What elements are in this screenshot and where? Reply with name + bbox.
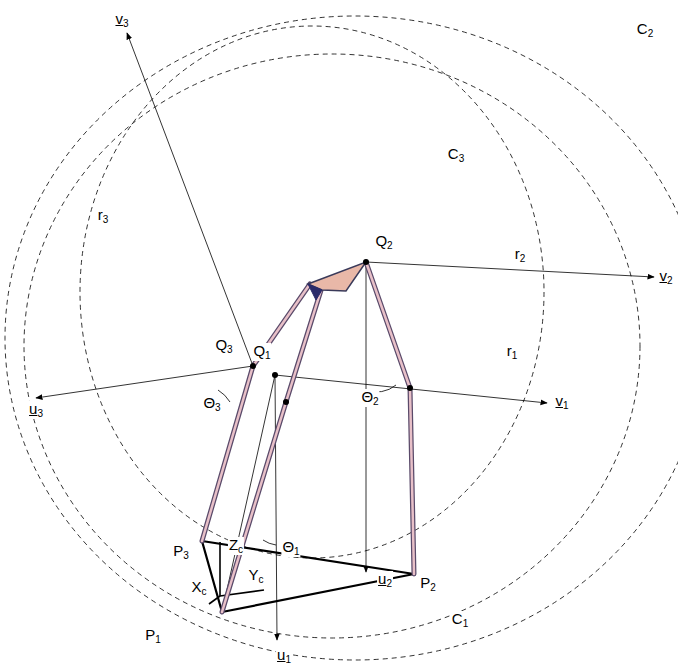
leg [222, 287, 322, 612]
symbol-label: r2 [514, 246, 527, 264]
angle-arc [263, 540, 276, 545]
circle-c3 [80, 26, 544, 558]
circle-c2 [5, 16, 678, 660]
frame-axis [209, 596, 220, 604]
joint-dot [283, 399, 289, 405]
symbol-label: r3 [97, 207, 110, 225]
joint-dot [363, 259, 369, 265]
axis-u2 [366, 262, 367, 572]
symbol-label: Yc [247, 567, 264, 585]
symbol-label: u1 [276, 647, 292, 665]
joint-dot [250, 363, 256, 369]
symbol-label: Θ3 [202, 395, 221, 413]
platform-joint [308, 284, 322, 300]
moving-platform [308, 262, 366, 291]
axis-v3 [127, 33, 253, 366]
symbol-label: P1 [144, 627, 162, 645]
symbol-label: C3 [447, 146, 465, 164]
symbol-label: P2 [419, 575, 437, 593]
circle-c1 [24, 54, 640, 638]
symbol-label: P3 [172, 543, 190, 561]
joint-dot [407, 385, 413, 391]
symbol-label: Q2 [374, 233, 393, 251]
leg [366, 262, 414, 574]
symbol-label: v1 [554, 393, 569, 411]
joint-dot [272, 372, 278, 378]
symbol-label: Zc [228, 537, 244, 555]
symbol-label: Q3 [214, 337, 233, 355]
symbol-label: Q1 [252, 343, 271, 361]
axis-v2 [366, 262, 654, 277]
symbol-label: u2 [377, 571, 393, 589]
symbol-label: v3 [114, 11, 129, 29]
symbol-label: Xc [190, 579, 207, 597]
symbol-label: r1 [506, 343, 519, 361]
axis-u3 [36, 366, 253, 398]
symbol-label: C1 [451, 611, 469, 629]
symbol-label: Θ2 [360, 389, 379, 407]
frame-axis [219, 542, 221, 596]
symbol-label: C2 [636, 21, 654, 39]
symbol-label: u3 [28, 401, 44, 419]
symbol-label: v2 [658, 268, 673, 286]
reference-line [222, 375, 275, 612]
symbol-label: Θ1 [281, 539, 300, 557]
